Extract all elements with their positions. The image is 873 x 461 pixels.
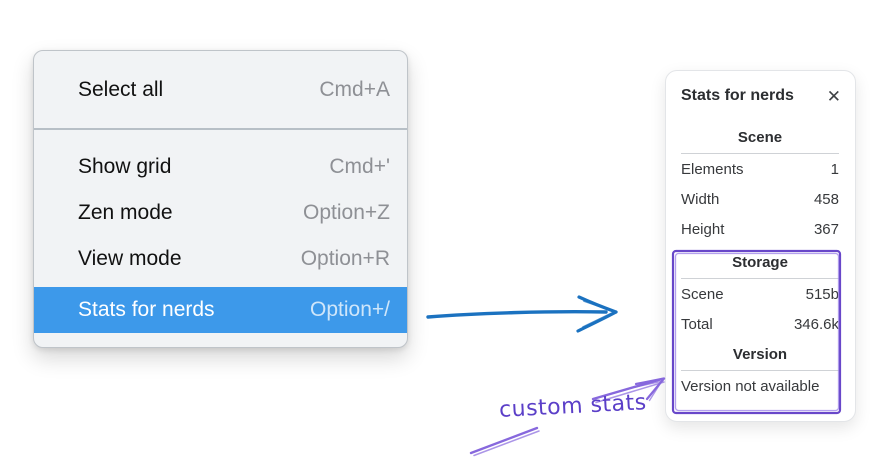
menu-item-shortcut: Cmd+' xyxy=(329,155,390,178)
stat-label: Elements xyxy=(681,160,744,178)
section-heading: Storage xyxy=(681,254,839,279)
stat-value: 458 xyxy=(813,190,839,208)
stat-value: 1 xyxy=(830,160,839,178)
section-heading: Scene xyxy=(681,129,839,154)
stat-value: 367 xyxy=(813,220,839,238)
menu-item-label: View mode xyxy=(78,247,182,270)
stats-section-storage: Storage Scene 515b Total 346.6k xyxy=(666,254,855,339)
menu-item-shortcut: Option+Z xyxy=(303,201,390,224)
stat-value: 515b xyxy=(805,285,839,303)
menu-item-show-grid[interactable]: Show grid Cmd+' xyxy=(34,144,407,190)
stat-label: Height xyxy=(681,220,725,238)
menu-item-zen-mode[interactable]: Zen mode Option+Z xyxy=(34,190,407,236)
annotation-label[interactable]: custom stats xyxy=(498,390,648,423)
menu-item-label: Stats for nerds xyxy=(78,298,215,321)
menu-item-label: Show grid xyxy=(78,155,172,178)
menu-item-stats-for-nerds[interactable]: Stats for nerds Option+/ xyxy=(34,287,407,333)
section-heading: Version xyxy=(681,346,839,371)
context-menu: Select all Cmd+A Show grid Cmd+' Zen mod… xyxy=(33,50,408,348)
close-icon[interactable]: ✕ xyxy=(826,86,841,106)
stat-label: Width xyxy=(681,190,720,208)
menu-item-label: Select all xyxy=(78,77,164,101)
stat-value: 346.6k xyxy=(793,315,839,333)
stats-panel: Stats for nerds ✕ Scene Elements 1 Width… xyxy=(665,70,856,422)
menu-item-view-mode[interactable]: View mode Option+R xyxy=(34,236,407,282)
stats-section-scene: Scene Elements 1 Width 458 Height 367 xyxy=(666,129,855,244)
stat-label: Scene xyxy=(681,285,724,303)
stat-row-width: Width 458 xyxy=(681,184,839,214)
stat-row-scene-size: Scene 515b xyxy=(681,279,839,309)
stats-section-version: Version Version not available xyxy=(666,346,855,402)
menu-divider xyxy=(34,128,407,130)
menu-item-select-all[interactable]: Select all Cmd+A xyxy=(34,67,407,113)
menu-group-top: Select all Cmd+A xyxy=(34,51,407,128)
menu-item-label: Zen mode xyxy=(78,201,173,224)
flow-arrow[interactable] xyxy=(426,295,618,333)
version-note: Version not available xyxy=(681,378,820,395)
stats-panel-header: Stats for nerds ✕ xyxy=(666,71,855,105)
menu-item-shortcut: Cmd+A xyxy=(319,77,390,101)
stat-row-height: Height 367 xyxy=(681,214,839,244)
menu-group-bottom: Show grid Cmd+' Zen mode Option+Z View m… xyxy=(34,130,407,333)
stat-row-elements: Elements 1 xyxy=(681,154,839,184)
stats-panel-title: Stats for nerds xyxy=(681,87,794,104)
menu-item-shortcut: Option+R xyxy=(300,247,390,270)
menu-item-shortcut: Option+/ xyxy=(310,298,390,321)
stat-label: Total xyxy=(681,315,713,333)
stat-row-total-size: Total 346.6k xyxy=(681,309,839,339)
